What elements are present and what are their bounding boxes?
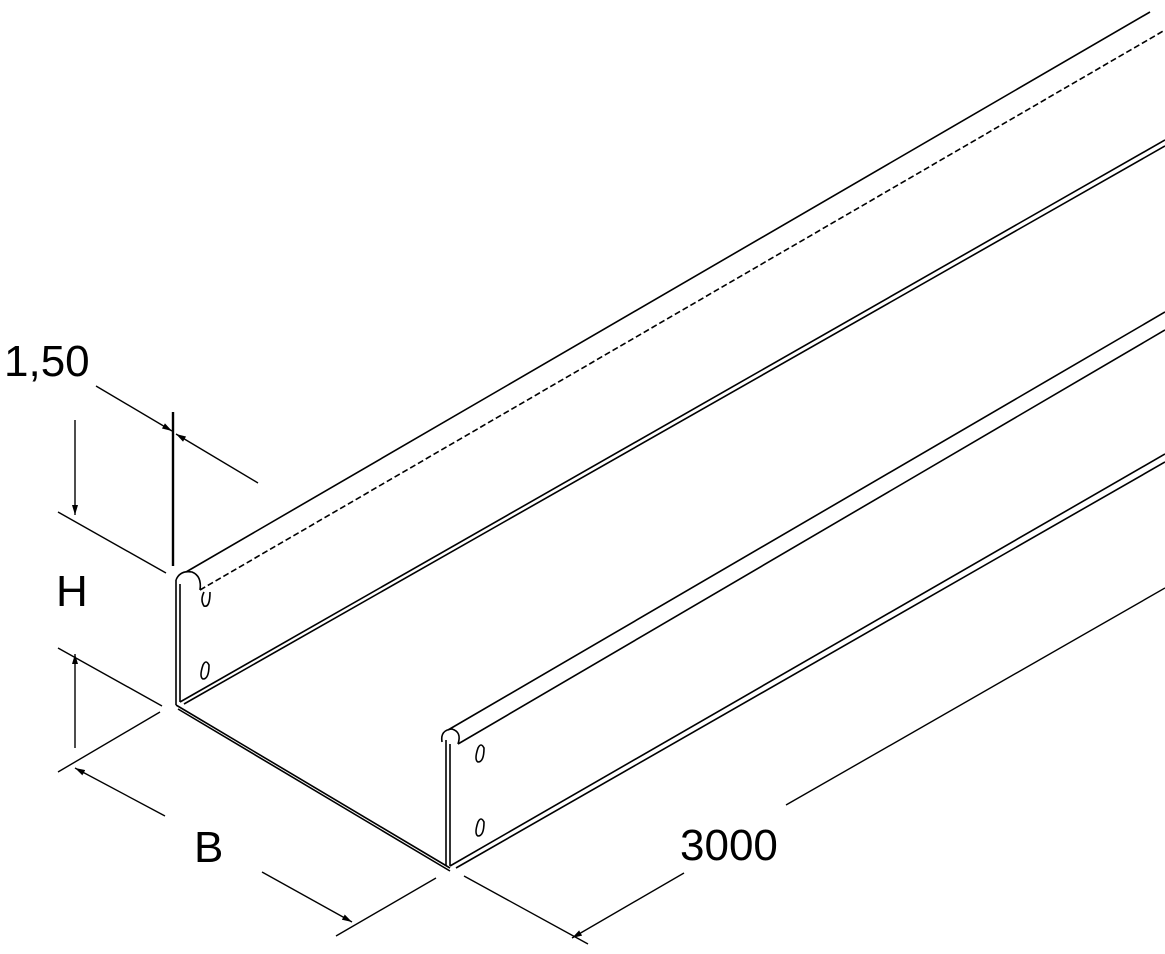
length-dimension <box>463 587 1165 945</box>
height-dimension <box>57 420 167 748</box>
length-label: 3000 <box>676 824 782 868</box>
thickness-label: 1,50 <box>0 340 94 384</box>
left-wall <box>175 11 1165 705</box>
width-label: B <box>190 826 228 870</box>
width-dimension <box>57 711 437 937</box>
right-wall <box>440 311 1165 869</box>
thickness-dimension <box>95 385 259 566</box>
tray-floor <box>175 704 451 872</box>
height-label: H <box>52 570 92 614</box>
